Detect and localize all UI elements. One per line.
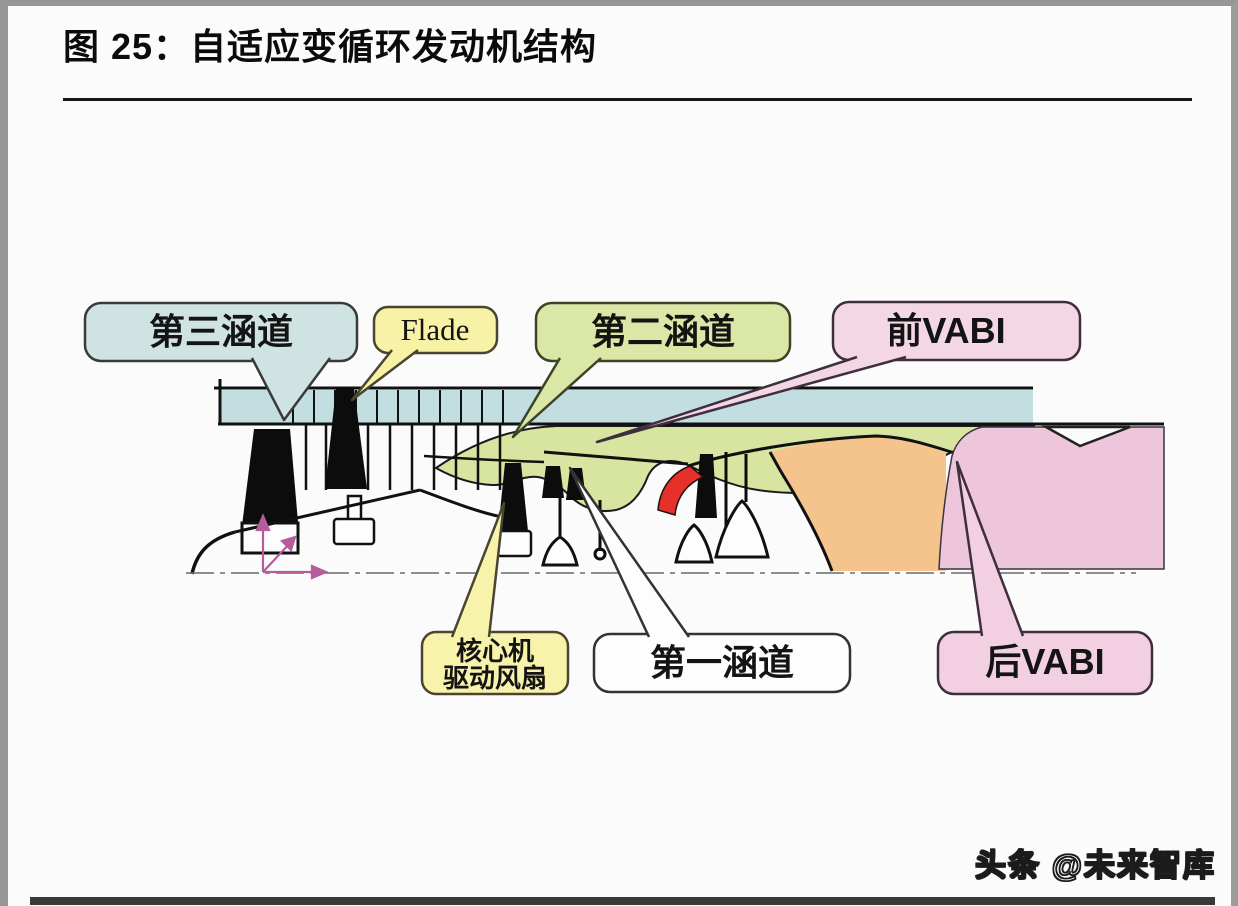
callout-first-duct: 第一涵道 [568,466,852,694]
rotor-blades [241,388,717,534]
disc-bell [541,535,579,567]
watermark: 头条 @未来智库 [974,847,1216,883]
callout-third-duct-label: 第三涵道 [149,311,293,352]
callout-first-duct-label: 第一涵道 [650,642,794,683]
cdfs-blade [498,463,528,531]
callout-second-duct-label: 第二涵道 [591,311,735,352]
rear-section-region [938,426,1165,570]
callout-flade: Flade [350,305,499,402]
disc-bell [674,523,714,564]
callout-rear-vabi: 后VABI [936,460,1154,696]
flowpath-lines [190,450,834,575]
core-casing-region [770,436,946,571]
callout-front-vabi: 前VABI [595,300,1082,444]
callout-flade-label: Flade [401,312,470,347]
coordinate-arrows [255,513,329,580]
engine-regions [434,425,1165,571]
combustor-highlight [657,465,705,516]
callout-rear-vabi-label: 后VABI [985,641,1104,682]
rear-notch [1041,425,1131,448]
front-fan-blade [241,429,299,534]
disc-bell [714,499,770,559]
callout-core-driven-fan-line2: 驱动风扇 [443,663,547,693]
title-divider [63,98,1192,101]
pedestal [332,517,376,546]
callout-front-vabi-label: 前VABI [886,310,1005,351]
turbine-blade [695,454,717,518]
callout-core-driven-fan: 核心机 驱动风扇 [420,501,570,696]
figure-title: 图 25：自适应变循环发动机结构 [63,26,598,67]
callout-third-duct: 第三涵道 [83,301,359,422]
callout-core-driven-fan-line1: 核心机 [456,636,534,666]
callout-second-duct: 第二涵道 [511,301,792,439]
pedestal [346,494,363,522]
turbine-blade [542,466,564,498]
bottom-bar [30,897,1215,905]
flade-blade [325,388,367,489]
pedestal [495,529,533,558]
